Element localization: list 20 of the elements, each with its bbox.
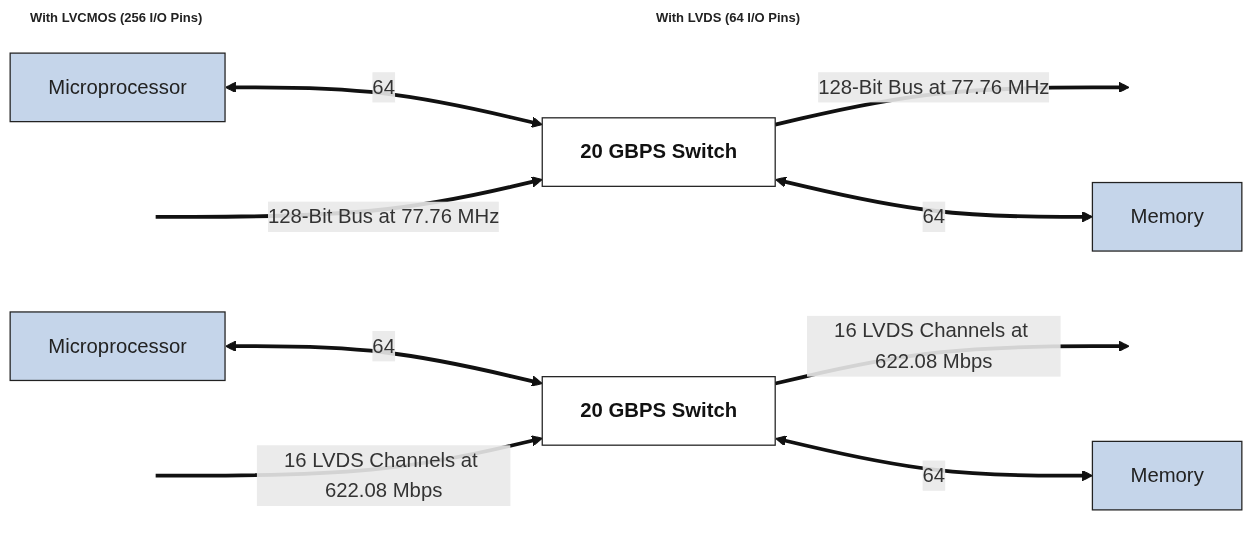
node-box: 20 GBPS Switch bbox=[541, 117, 776, 187]
arrow bbox=[775, 176, 1093, 223]
edge-label: 64 bbox=[922, 205, 946, 227]
arrow bbox=[225, 81, 543, 128]
node-box: Memory bbox=[1091, 440, 1243, 511]
edge-label: 16 LVDS Channels at 622.08 Mbps bbox=[834, 319, 1028, 372]
panel-heading: With LVCMOS (256 I/O Pins) bbox=[29, 9, 204, 25]
arrow bbox=[775, 435, 1093, 482]
edge-label: 16 LVDS Channels at 622.08 Mbps bbox=[283, 448, 478, 502]
edge-label: 64 bbox=[372, 334, 395, 357]
panel-heading: With LVDS (64 I/O Pins) bbox=[655, 9, 802, 25]
node-box: Microprocessor bbox=[9, 311, 226, 382]
node-box: 20 GBPS Switch bbox=[541, 376, 776, 446]
node-box: Memory bbox=[1091, 181, 1243, 252]
edge-label: 128-Bit Bus at 77.76 MHz bbox=[818, 75, 1050, 98]
edge-label: 64 bbox=[922, 464, 946, 486]
edge-label: 128-Bit Bus at 77.76 MHz bbox=[267, 205, 500, 227]
arrow bbox=[225, 340, 543, 387]
node-box: Microprocessor bbox=[9, 52, 226, 123]
edge-label: 64 bbox=[372, 75, 395, 98]
